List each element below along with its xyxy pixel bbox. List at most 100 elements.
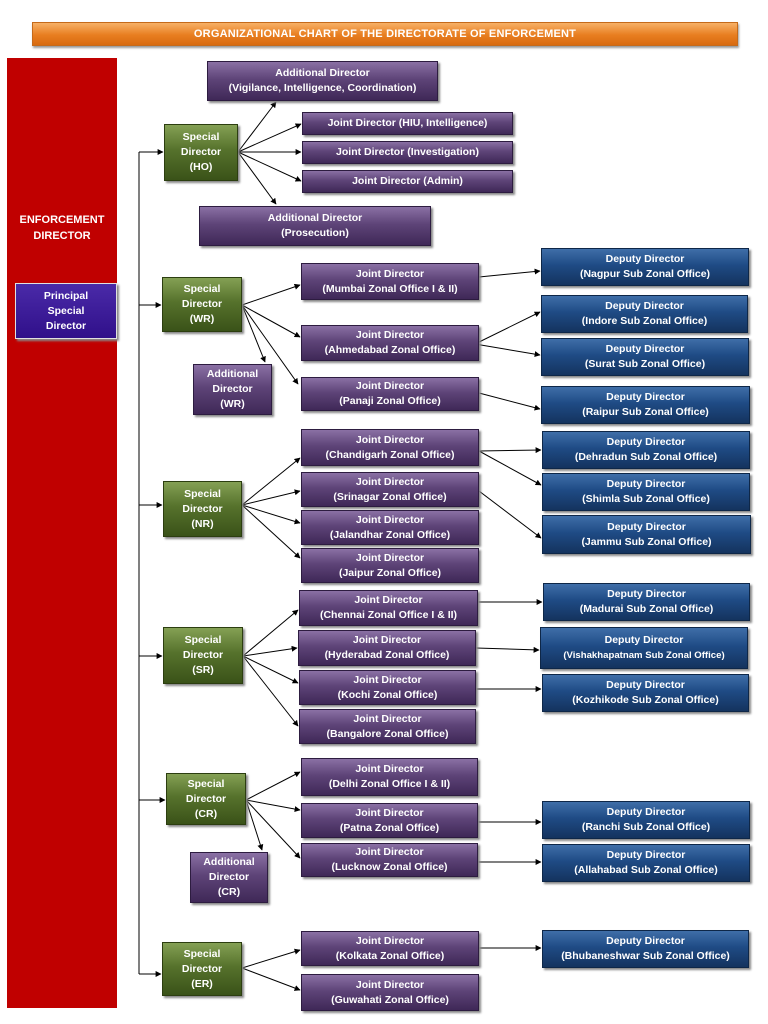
line: (HO) <box>189 161 213 173</box>
line: (Kolkata Zonal Office) <box>335 949 445 962</box>
line: Special <box>182 131 220 143</box>
principal-special-director: Principal Special Director <box>15 283 117 339</box>
line: Additional Director <box>267 212 363 224</box>
line: (Kozhikode Sub Zonal Office) <box>572 694 719 706</box>
deputy-director-jammu: Deputy Director (Jammu Sub Zonal Office) <box>542 515 751 554</box>
joint-director-lucknow: Joint Director(Lucknow Zonal Office) <box>301 843 478 877</box>
line: Special <box>47 304 85 317</box>
line: (WR) <box>220 398 245 410</box>
line: Joint Director <box>353 673 422 686</box>
line: Deputy Director <box>606 391 685 403</box>
line: (Vishakhapatnam Sub Zonal Office) <box>563 650 725 661</box>
line: (Surat Sub Zonal Office) <box>584 358 706 370</box>
line: Deputy Director <box>607 520 686 533</box>
line: Deputy Director <box>605 253 685 265</box>
deputy-director-surat: Deputy Director (Surat Sub Zonal Office) <box>541 338 749 376</box>
line: (Mumbai Zonal Office I & II) <box>322 282 458 295</box>
line: (Patna Zonal Office) <box>339 821 440 834</box>
joint-director-bangalore: Joint Director (Bangalore Zonal Office) <box>299 709 476 744</box>
chart-title: ORGANIZATIONAL CHART OF THE DIRECTORATE … <box>32 22 738 46</box>
joint-director-patna: Joint Director(Patna Zonal Office) <box>301 803 478 838</box>
sidebar-red-bar <box>7 58 117 1008</box>
line: Deputy Director <box>605 343 685 355</box>
additional-director-prosecution: Additional Director(Prosecution) <box>199 206 431 246</box>
deputy-director-kozhikode: Deputy Director (Kozhikode Sub Zonal Offi… <box>542 674 749 712</box>
line: (SR) <box>192 664 214 676</box>
line: Joint Director (HIU, Intelligence) <box>327 117 488 129</box>
line: Deputy Director <box>607 588 686 600</box>
deputy-director-indore: Deputy Director(Indore Sub Zonal Office) <box>541 295 748 333</box>
line: Director <box>45 319 87 332</box>
line: (Kochi Zonal Office) <box>337 688 438 701</box>
line: (Raipur Sub Zonal Office) <box>582 406 709 418</box>
line: (Bangalore Zonal Office) <box>326 727 449 740</box>
joint-director-jalandhar: Joint Director (Jalandhar Zonal Office) <box>301 510 479 545</box>
line: (CR) <box>217 886 241 898</box>
line: Deputy Director <box>604 634 684 646</box>
line: Additional Director <box>275 67 370 79</box>
line: Special <box>187 777 225 790</box>
line: Joint Director <box>355 551 425 564</box>
line: Director <box>180 146 222 158</box>
line: (Jammu Sub Zonal Office) <box>581 535 712 548</box>
line: Joint Director <box>355 380 425 392</box>
line: Deputy Director <box>606 935 685 947</box>
deputy-director-bhubaneshwar: Deputy Director(Bhubaneshwar Sub Zonal O… <box>542 930 749 968</box>
line: Joint Director (Admin) <box>352 175 463 187</box>
line: Joint Director <box>353 712 422 725</box>
line: (Chennai Zonal Office I & II) <box>319 609 458 621</box>
deputy-director-shimla: Deputy Director (Shimla Sub Zonal Office) <box>542 473 750 511</box>
line: (Ahmedabad Zonal Office) <box>324 344 456 356</box>
joint-director-investigation: Joint Director (Investigation) <box>302 141 513 164</box>
line: Director <box>212 383 253 395</box>
line: Joint Director (Investigation) <box>336 146 479 158</box>
joint-director-hiu: Joint Director (HIU, Intelligence) <box>302 112 513 135</box>
line: Joint Director <box>355 978 425 991</box>
joint-director-panaji: Joint Director(Panaji Zonal Office) <box>301 377 479 411</box>
line: Director <box>182 649 224 661</box>
deputy-director-vishakhapatnam: Deputy Director (Vishakhapatnam Sub Zonal… <box>540 627 748 669</box>
line: Deputy Director <box>605 300 684 312</box>
line: (NR) <box>191 517 214 530</box>
joint-director-mumbai: Joint Director (Mumbai Zonal Office I & I… <box>301 263 479 300</box>
joint-director-chennai: Joint Director(Chennai Zonal Office I & … <box>299 590 478 626</box>
line: (Nagpur Sub Zonal Office) <box>579 268 711 280</box>
line: Additional <box>203 856 255 868</box>
line: Joint Director <box>355 267 425 280</box>
line: Joint Director <box>355 763 424 775</box>
line: Deputy Director <box>606 849 686 861</box>
enforcement-director-label: ENFORCEMENT DIRECTOR <box>19 214 105 242</box>
line: (ER) <box>191 977 213 990</box>
line: (Jaipur Zonal Office) <box>338 566 442 579</box>
line: Deputy Director <box>606 478 686 490</box>
joint-director-hyderabad: Joint Director(Hyderabad Zonal Office) <box>298 630 476 666</box>
line: Special <box>184 487 221 500</box>
deputy-director-ranchi: Deputy Director(Ranchi Sub Zonal Office) <box>542 801 750 839</box>
line: (Srinagar Zonal Office) <box>333 490 447 503</box>
line: (Madurai Sub Zonal Office) <box>579 603 714 615</box>
line: (Chandigarh Zonal Office) <box>325 448 455 461</box>
deputy-director-nagpur: Deputy Director (Nagpur Sub Zonal Office) <box>541 248 749 286</box>
additional-director-vigilance: Additional Director(Vigilance, Intellige… <box>207 61 438 101</box>
line: (Jalandhar Zonal Office) <box>329 528 451 541</box>
deputy-director-madurai: Deputy Director (Madurai Sub Zonal Office… <box>543 583 750 621</box>
joint-director-guwahati: Joint Director(Guwahati Zonal Office) <box>301 974 479 1011</box>
joint-director-delhi: Joint Director(Delhi Zonal Office I & II… <box>301 758 478 796</box>
line: Director <box>181 298 223 310</box>
line: Deputy Director <box>606 679 685 691</box>
line: Director <box>181 962 223 975</box>
line: Director <box>185 792 227 805</box>
line: Additional <box>206 368 259 380</box>
line: Joint Director <box>355 513 425 526</box>
line: Director <box>208 871 250 883</box>
line: (Allahabad Sub Zonal Office) <box>574 864 718 876</box>
line: Joint Director <box>355 846 424 858</box>
joint-director-admin: Joint Director (Admin) <box>302 170 513 193</box>
line: (Shimla Sub Zonal Office) <box>582 493 710 505</box>
deputy-director-raipur: Deputy Director (Raipur Sub Zonal Office) <box>541 386 750 424</box>
